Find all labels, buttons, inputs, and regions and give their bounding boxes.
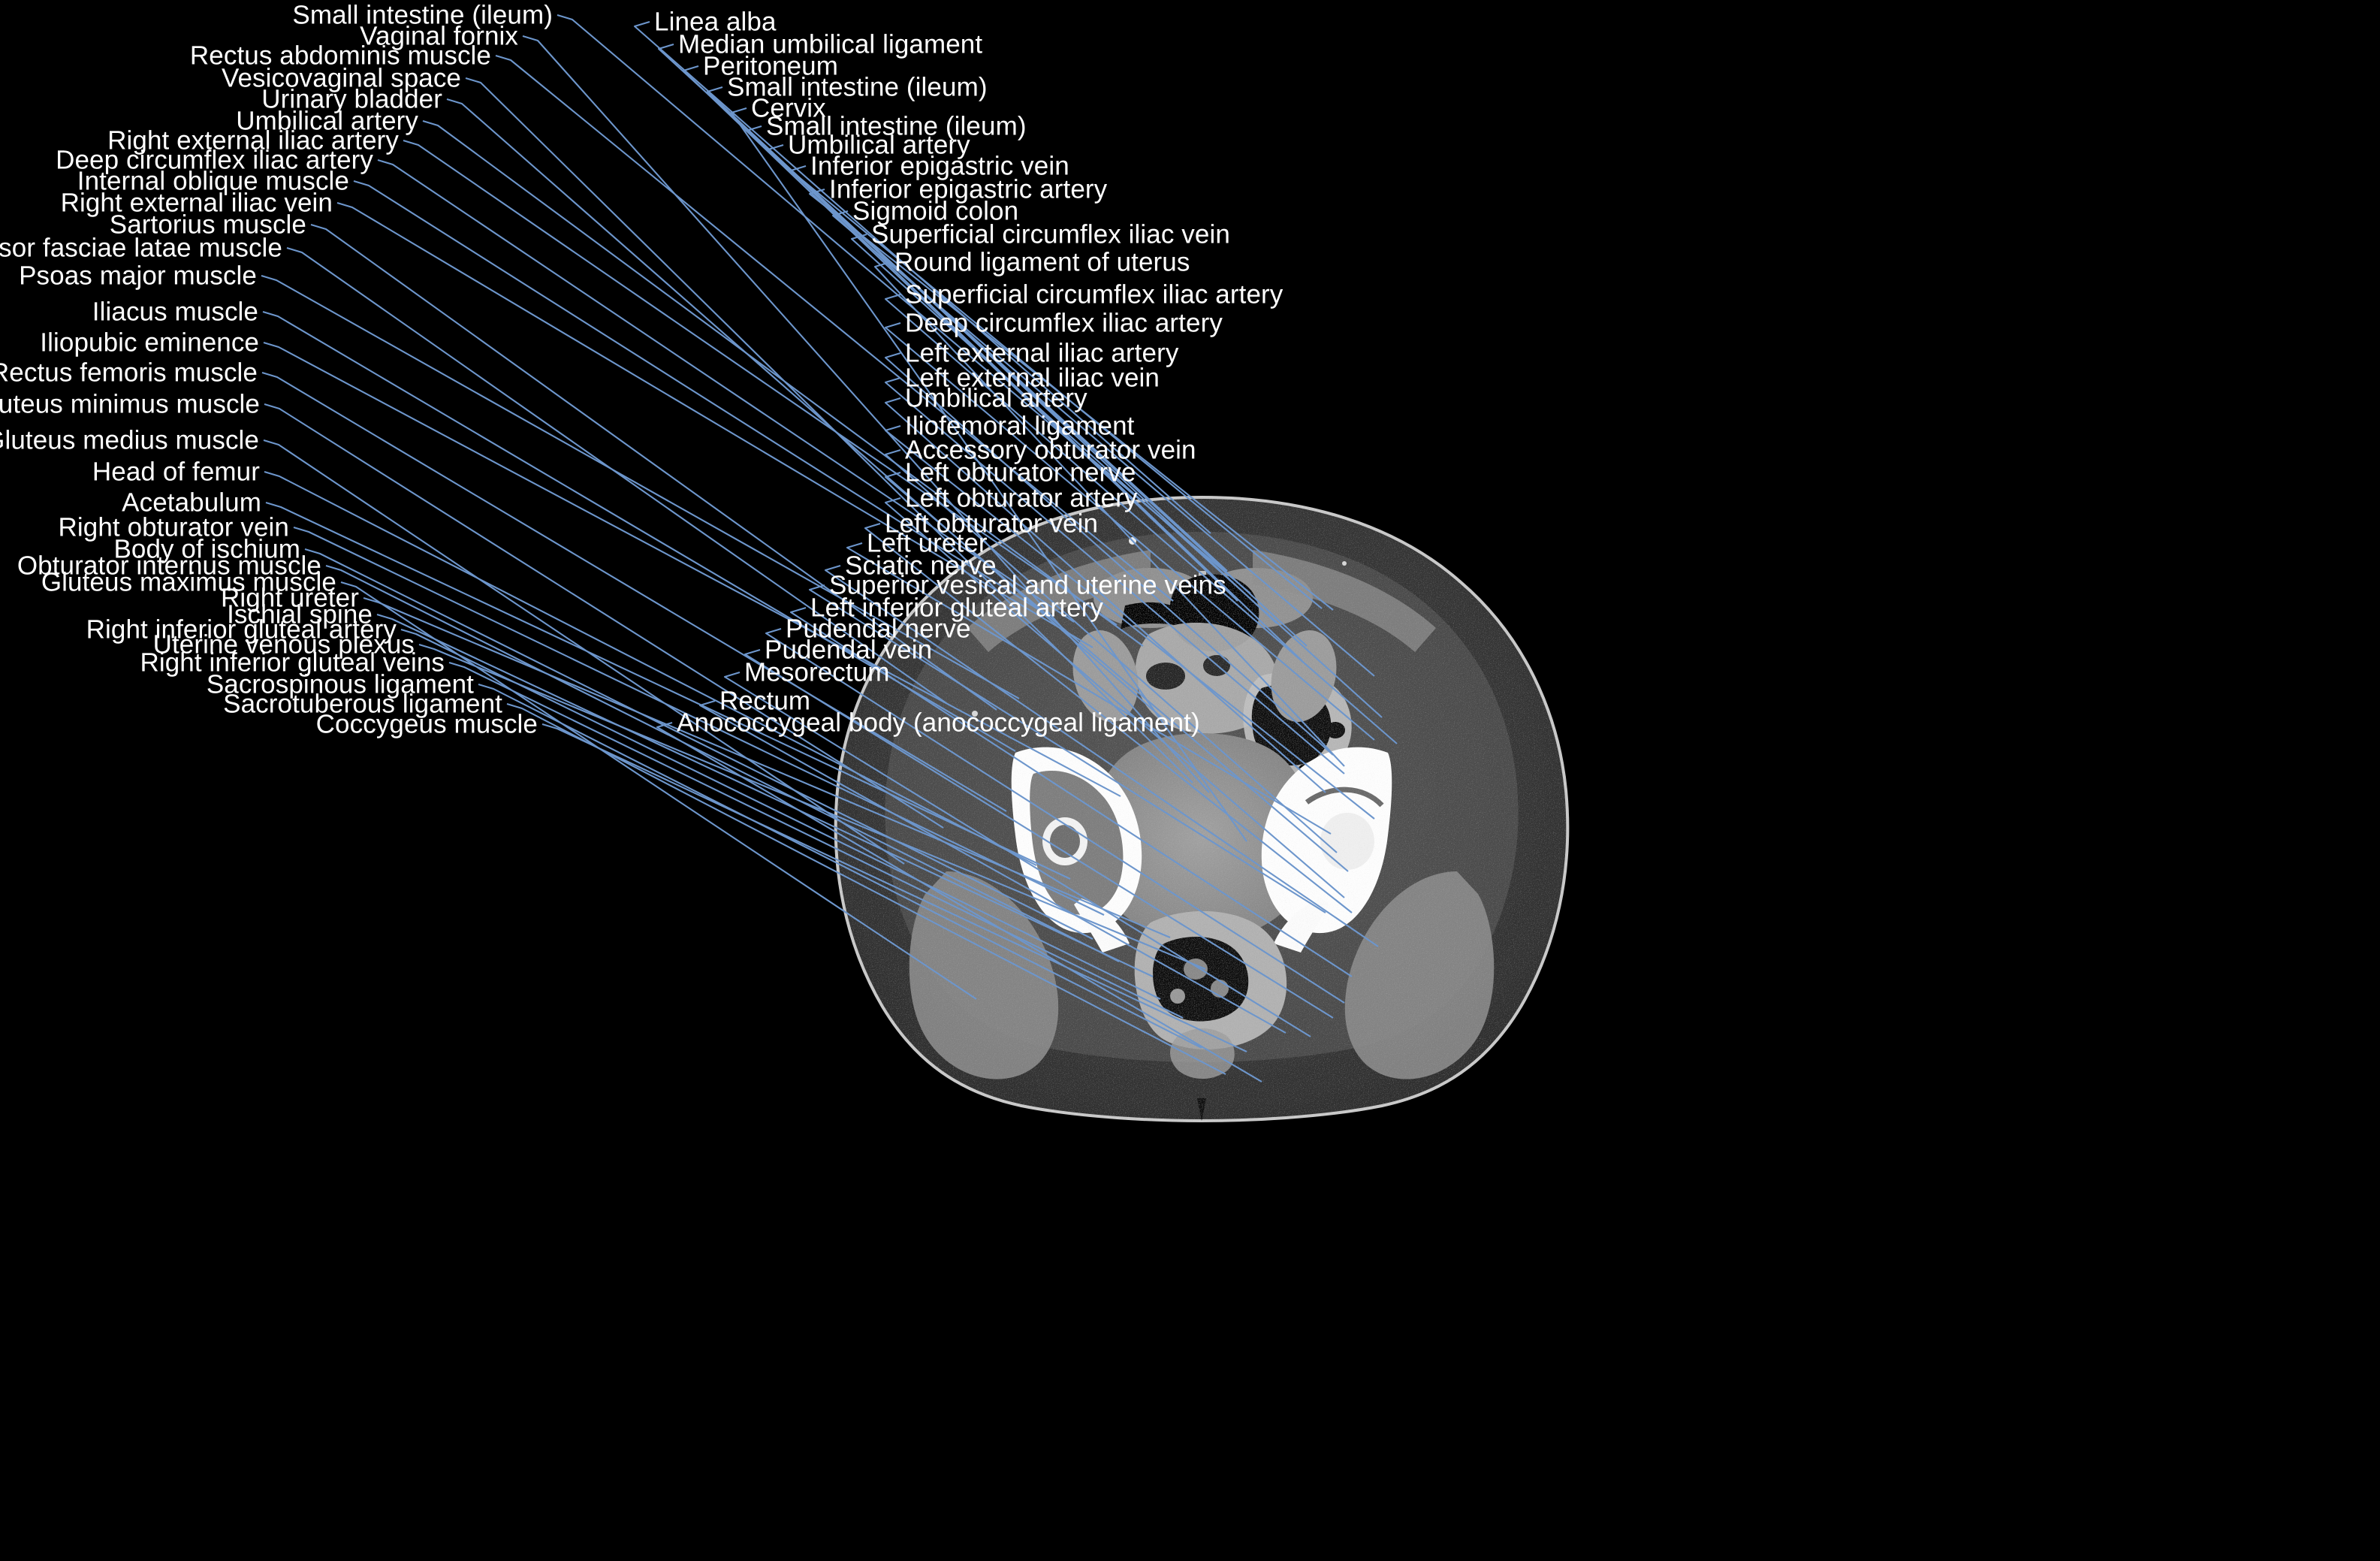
anatomy-label: Vesicovaginal space <box>221 63 461 93</box>
anatomy-label: Inferior epigastric vein <box>810 151 1069 181</box>
anatomy-label: Tensor fasciae latae muscle <box>0 233 282 263</box>
anatomy-label: Small intestine (ileum) <box>292 0 553 30</box>
anatomy-label: Head of femur <box>92 457 260 487</box>
anatomy-label: Ischial spine <box>227 599 373 630</box>
anatomy-label: Cervix <box>751 93 826 123</box>
anatomy-label: Right obturator vein <box>58 512 289 542</box>
anatomy-label: Inferior epigastric artery <box>829 174 1108 204</box>
anatomy-label: Internal oblique muscle <box>77 166 349 196</box>
anatomy-label: Iliopubic eminence <box>40 328 259 358</box>
anatomy-label: Acetabulum <box>122 488 261 518</box>
anatomy-label: Pudendal nerve <box>786 614 971 644</box>
anatomy-label: Sacrospinous ligament <box>206 669 474 699</box>
anatomy-label: Right inferior gluteal veins <box>140 648 445 678</box>
anatomy-label: Linea alba <box>654 7 777 37</box>
anatomy-label: Median umbilical ligament <box>678 29 983 59</box>
anatomy-label: Sigmoid colon <box>852 196 1019 226</box>
anatomy-label: Accessory obturator vein <box>905 435 1196 465</box>
anatomy-label: Deep circumflex iliac artery <box>56 145 373 175</box>
anatomy-label: Rectum <box>719 686 811 716</box>
anatomy-label: Right ureter <box>220 583 359 613</box>
anatomy-label: Deep circumflex iliac artery <box>905 308 1223 338</box>
anatomy-label: Gluteus medius muscle <box>0 425 259 455</box>
anatomy-label: Left obturator artery <box>905 483 1138 513</box>
anatomy-label: Umbilical artery <box>788 130 970 160</box>
anatomy-label: Umbilical artery <box>905 383 1087 413</box>
anatomy-label: Sartorius muscle <box>109 210 306 240</box>
anatomy-label: Coccygeus muscle <box>315 709 538 739</box>
anatomy-label: Vaginal fornix <box>360 21 518 51</box>
anatomy-label: Iliacus muscle <box>92 297 258 327</box>
anatomy-label: Pudendal vein <box>765 635 933 665</box>
anatomy-label: Right external iliac artery <box>107 125 399 155</box>
anatomy-label: Right external iliac vein <box>60 188 333 218</box>
anatomy-label: Small intestine (ileum) <box>766 111 1027 141</box>
anatomy-label: Urinary bladder <box>261 84 442 114</box>
anatomy-label: Rectus femoris muscle <box>0 358 258 388</box>
anatomy-label: Round ligament of uterus <box>894 247 1190 277</box>
anatomy-label: Left inferior gluteal artery <box>810 593 1103 623</box>
anatomy-label: Small intestine (ileum) <box>727 72 988 102</box>
anatomy-label: Uterine venous plexus <box>152 630 415 660</box>
anatomy-label: Anococcygeal body (anococcygeal ligament… <box>677 708 1200 738</box>
anatomy-label: Body of ischium <box>113 534 300 564</box>
anatomy-label: Obturator internus muscle <box>17 551 321 581</box>
anatomy-label: Mesorectum <box>744 657 890 687</box>
anatomy-label: Psoas major muscle <box>19 261 257 291</box>
anatomy-label: Iliofemoral ligament <box>905 411 1135 441</box>
anatomy-label: Gluteus maximus muscle <box>41 567 336 597</box>
anatomy-label: Rectus abdominis muscle <box>189 41 491 71</box>
anatomy-label: Left obturator vein <box>885 509 1099 539</box>
anatomy-label: Superficial circumflex iliac artery <box>905 279 1284 309</box>
anatomy-label: Left ureter <box>867 528 988 558</box>
anatomy-label: Sacrotuberous ligament <box>223 689 502 719</box>
anatomy-label: Peritoneum <box>703 51 838 81</box>
anatomy-label: Superficial circumflex iliac vein <box>871 219 1230 249</box>
anatomy-label: Umbilical artery <box>236 106 418 136</box>
anatomy-label: Right inferior gluteal artery <box>86 614 397 645</box>
anatomy-label: Left external iliac artery <box>905 338 1179 368</box>
anatomy-label: Sciatic nerve <box>845 551 997 581</box>
anatomy-label: Left obturator nerve <box>905 457 1136 488</box>
anatomy-label: Gluteus minimus muscle <box>0 389 260 419</box>
anatomy-label: Left external iliac vein <box>905 363 1160 393</box>
anatomy-label: Superior vesical and uterine veins <box>829 570 1226 600</box>
